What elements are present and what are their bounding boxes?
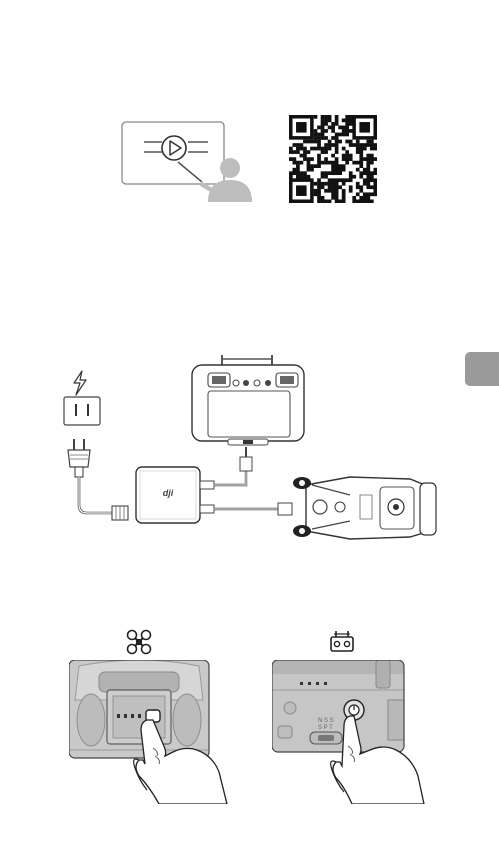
remote-controller [192, 355, 304, 445]
aircraft [293, 477, 436, 539]
power-outlet-icon [64, 397, 100, 425]
section-tab [465, 352, 499, 386]
remote-controller-icon [329, 629, 355, 655]
charger-hub: dji [136, 467, 200, 523]
lightning-icon [74, 371, 86, 395]
qr-code[interactable] [289, 115, 377, 203]
rc-mode-label-bottom: S P T [318, 725, 333, 731]
video-tutorial-icon [120, 118, 260, 204]
rc-mode-label-top: N S S [318, 718, 334, 724]
rc-power-button-illustration: N S S S P T [272, 660, 440, 804]
aircraft-power-button-illustration [69, 660, 237, 804]
aircraft-icon [124, 627, 154, 657]
charging-diagram: dji [50, 355, 445, 545]
svg-text:dji: dji [163, 488, 174, 498]
